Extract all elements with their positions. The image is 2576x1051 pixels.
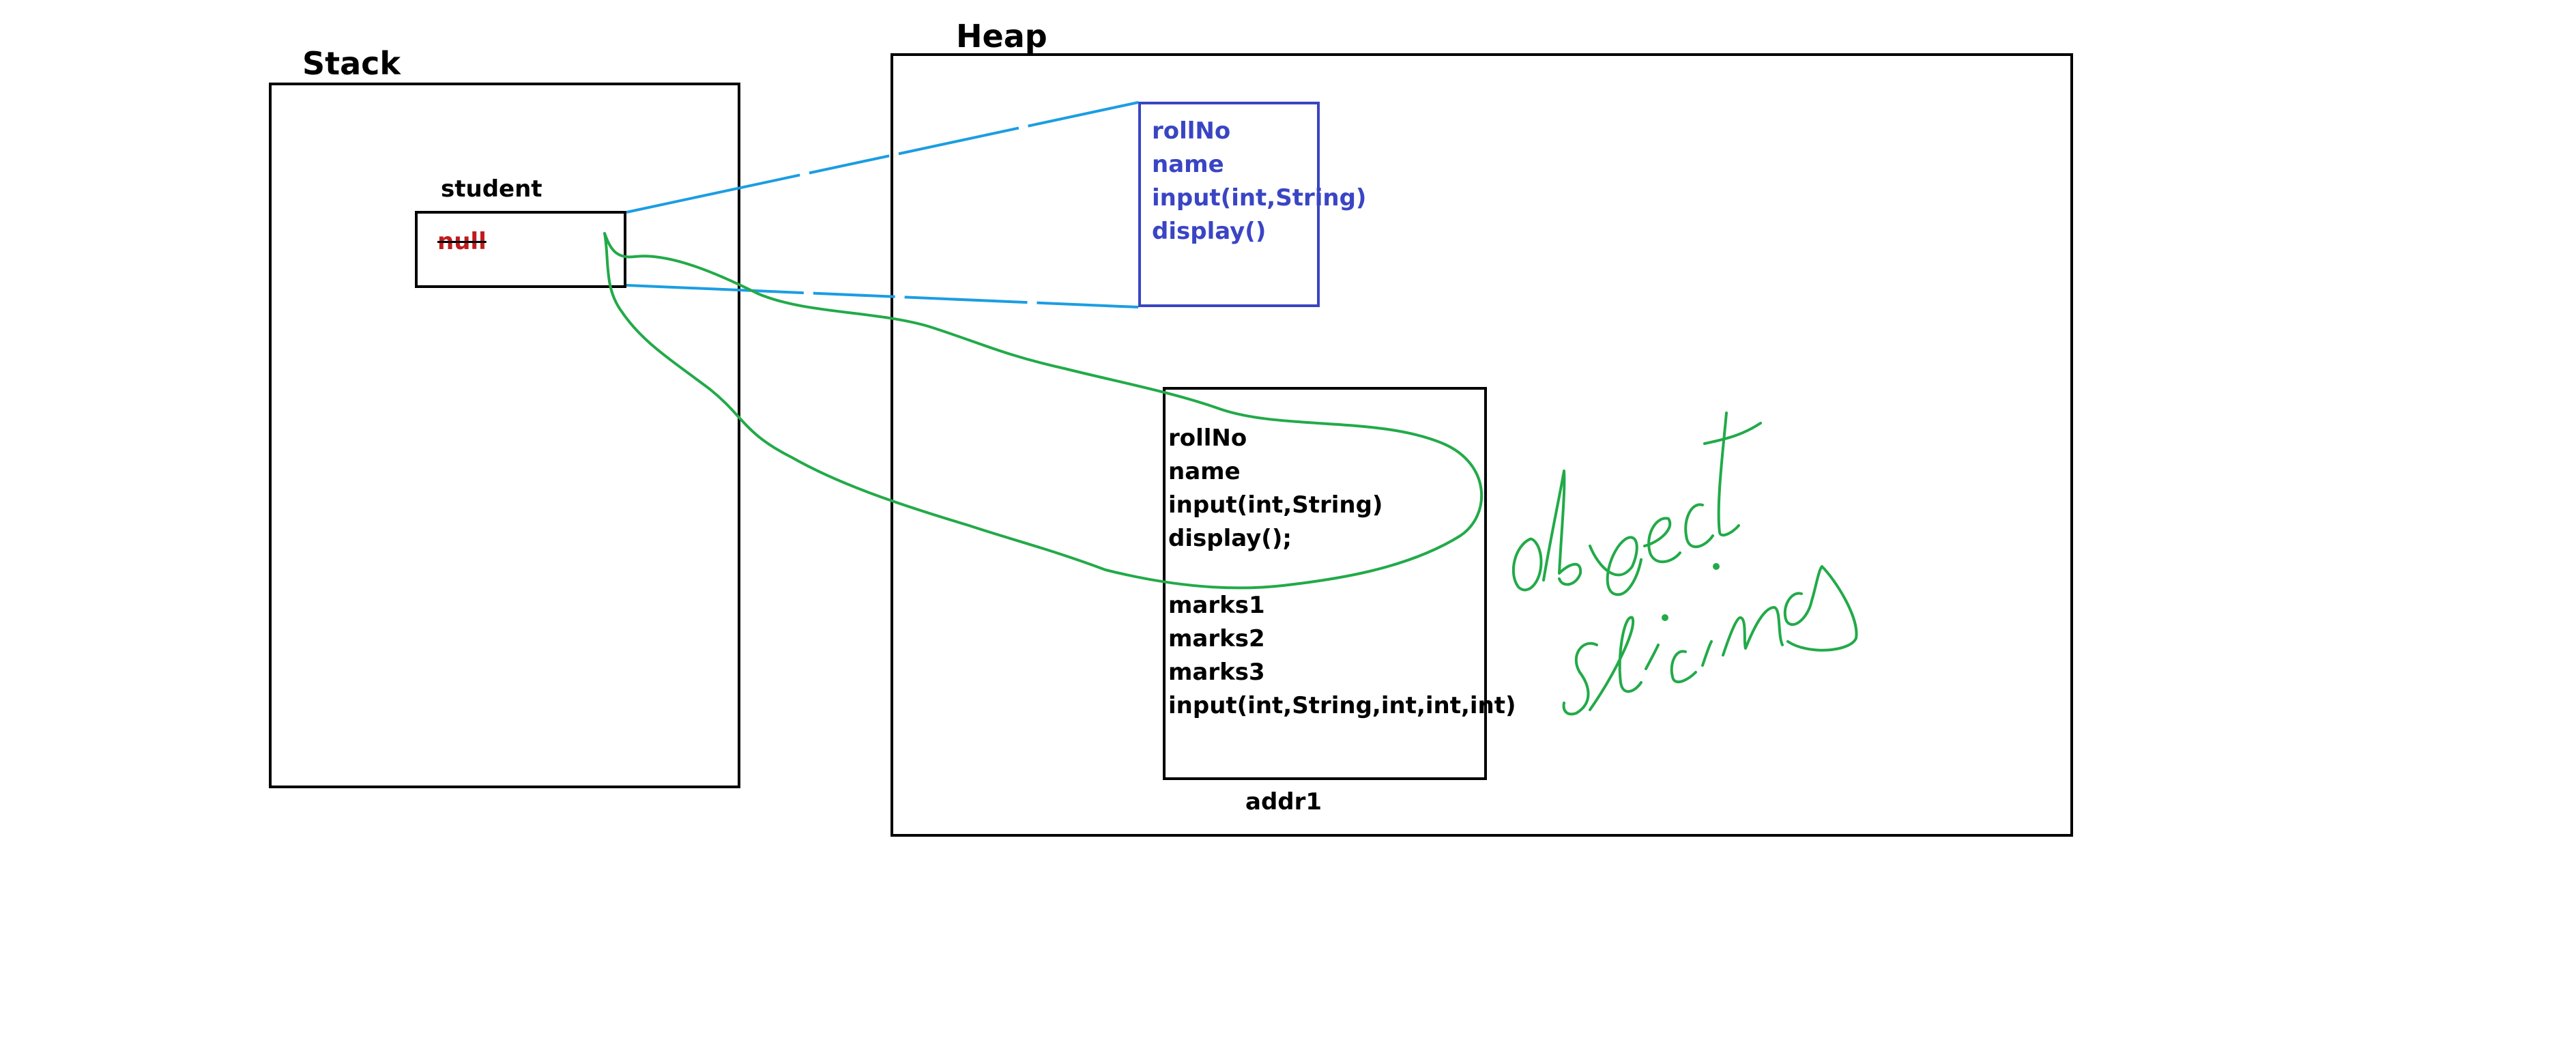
parent-member: input(int,String) [1152,184,1367,212]
child-member: marks3 [1168,659,1265,686]
child-member: rollNo [1168,424,1247,452]
parent-member: rollNo [1152,117,1231,145]
child-member: marks2 [1168,625,1265,652]
parent-object-members: rollNo name input(int,String) display() [1152,115,1366,248]
child-object-members: rollNo name input(int,String) display();… [1168,422,1516,723]
child-member: marks1 [1168,592,1265,619]
child-member-spacer [1168,556,1516,589]
stack-title: Stack [302,45,401,82]
child-member: display(); [1168,525,1292,552]
child-address-label: addr1 [1245,788,1322,816]
heap-title: Heap [956,18,1047,55]
parent-member: name [1152,151,1224,178]
parent-member: display() [1152,218,1267,245]
child-member: input(int,String) [1168,491,1383,519]
child-member: name [1168,458,1241,485]
child-member: input(int,String,int,int,int) [1168,692,1516,719]
null-value: null [437,228,487,255]
student-variable-label: student [441,175,542,203]
